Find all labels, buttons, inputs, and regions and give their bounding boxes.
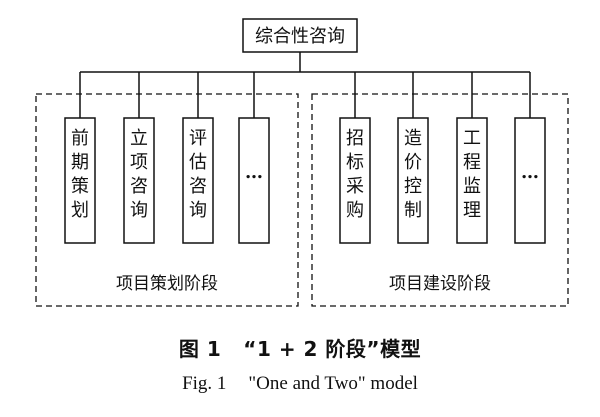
phase-item: 前期策划 — [64, 117, 96, 244]
phase-item: 造价控制 — [397, 117, 429, 244]
phase-item: 评估咨询 — [182, 117, 214, 244]
root-box — [242, 18, 358, 53]
phase-item-label: 前期策划 — [71, 128, 89, 221]
phase-item: 招标采购 — [339, 117, 371, 244]
phase-group-label: 项目策划阶段 — [116, 274, 218, 294]
phase-item-label: 工程监理 — [463, 128, 481, 221]
phase-item-box — [123, 117, 155, 244]
connector-lines — [79, 52, 531, 118]
figure-number-en: Fig. 1 — [182, 373, 227, 394]
phase-item-box — [456, 117, 488, 244]
phase-item-label: 招标采购 — [346, 128, 364, 221]
phase-item-box — [64, 117, 96, 244]
phase-group-dashed-border — [311, 93, 569, 307]
phase-item-label: 造价控制 — [404, 128, 422, 221]
figure-number-cn: 图 1 — [178, 337, 222, 361]
figure-title-cn: “1 + 2 阶段”模型 — [243, 337, 422, 361]
figure-caption-english: Fig. 1 "One and Two" model — [0, 373, 600, 395]
root-node: 综合性咨询 — [242, 18, 358, 53]
figure-caption-chinese: 图 1 “1 + 2 阶段”模型 — [0, 333, 600, 362]
figure-title-en: "One and Two" model — [248, 373, 418, 394]
phase-item-box — [182, 117, 214, 244]
phase-item-label: 立项咨询 — [130, 128, 148, 221]
phase-group-label: 项目建设阶段 — [389, 274, 491, 294]
phase-item-box — [397, 117, 429, 244]
phase-item-label: 评估咨询 — [189, 128, 207, 221]
phase-item: … — [238, 117, 270, 244]
phase-item-label: … — [521, 162, 539, 183]
phase-item-label: … — [245, 162, 263, 183]
phase-item: 工程监理 — [456, 117, 488, 244]
phase-item-box — [339, 117, 371, 244]
phase-item-box — [238, 117, 270, 244]
phase-group-2: 项目建设阶段 招标采购 造价控制 工程监理 … — [311, 93, 569, 307]
phase-group-1: 项目策划阶段 前期策划 立项咨询 评估咨询 … — [35, 93, 299, 307]
root-label: 综合性咨询 — [255, 26, 345, 47]
phase-group-dashed-border — [35, 93, 299, 307]
phase-item-box — [514, 117, 546, 244]
phase-groups: 项目策划阶段 前期策划 立项咨询 评估咨询 … 项目建设阶段 招标采购 造价控制 工程监理 … — [35, 93, 569, 307]
phase-item: 立项咨询 — [123, 117, 155, 244]
phase-item: … — [514, 117, 546, 244]
